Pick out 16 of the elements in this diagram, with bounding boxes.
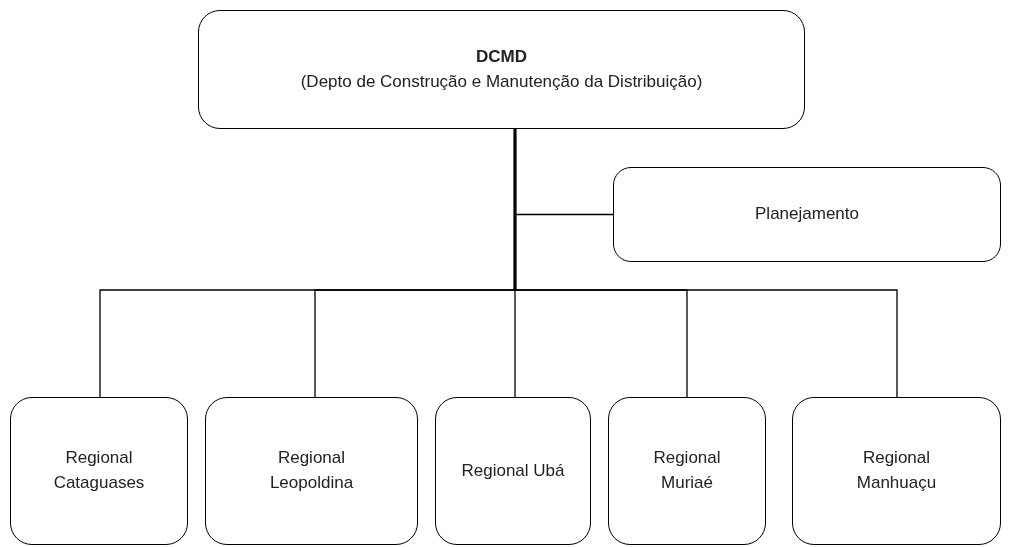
box-label: Regional Muriaé — [652, 447, 722, 494]
trunk-line — [513, 129, 517, 290]
org-box — [435, 397, 591, 545]
org-box — [205, 397, 418, 545]
org-box — [10, 397, 188, 545]
box-title: DCMD — [476, 45, 527, 68]
box-label: Regional Cataguases — [52, 447, 146, 494]
org-box — [792, 397, 1001, 545]
box-label: (Depto de Construção e Manutenção da Distribuição) — [300, 70, 703, 93]
box-label: Regional Leopoldina — [268, 447, 355, 494]
org-box — [613, 167, 1001, 262]
org-box — [198, 10, 805, 129]
org-box — [608, 397, 766, 545]
box-label: Regional Manhuaçu — [855, 447, 938, 494]
box-label: Regional Ubá — [461, 459, 565, 482]
box-label: Planejamento — [755, 203, 859, 226]
